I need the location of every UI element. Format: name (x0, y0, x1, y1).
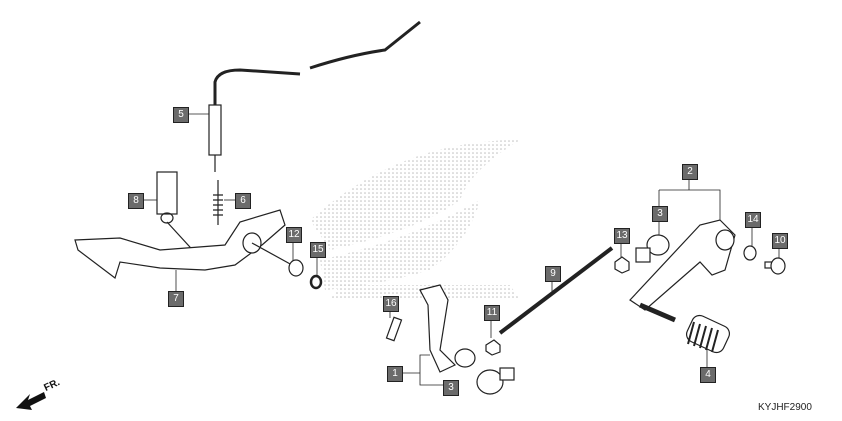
nut-13 (614, 256, 630, 274)
tie-rod (498, 246, 614, 335)
callout-16[interactable]: 16 (383, 296, 399, 312)
callout-10[interactable]: 10 (772, 233, 788, 249)
spring-6 (213, 180, 223, 225)
callout-7[interactable]: 7 (168, 291, 184, 307)
nut-11 (485, 339, 501, 356)
callout-13[interactable]: 13 (614, 228, 630, 244)
diagram-code: KYJHF2900 (758, 402, 812, 413)
callout-5[interactable]: 5 (173, 107, 189, 123)
clip-15 (309, 274, 323, 290)
stop-switch-cable (213, 20, 421, 115)
front-direction-arrow (16, 392, 46, 410)
callout-12[interactable]: 12 (286, 227, 302, 243)
callout-14[interactable]: 14 (745, 212, 761, 228)
pedal-rubber (685, 314, 731, 354)
washer-14 (743, 245, 757, 261)
callout-15[interactable]: 15 (310, 242, 326, 258)
spring-8 (156, 171, 178, 215)
stop-switch (208, 104, 222, 156)
callout-2[interactable]: 2 (682, 164, 698, 180)
honda-wing-watermark (310, 140, 520, 300)
callout-3-lower[interactable]: 3 (443, 380, 459, 396)
brake-pedal (74, 209, 286, 279)
callout-4[interactable]: 4 (700, 367, 716, 383)
bolt-16 (385, 316, 403, 342)
shift-pedal (629, 219, 736, 311)
callout-1[interactable]: 1 (387, 366, 403, 382)
callout-11[interactable]: 11 (484, 305, 500, 321)
callout-6[interactable]: 6 (235, 193, 251, 209)
callout-8[interactable]: 8 (128, 193, 144, 209)
washer-12 (288, 259, 304, 277)
callout-9[interactable]: 9 (545, 266, 561, 282)
callout-3-upper[interactable]: 3 (652, 206, 668, 222)
shift-arm (419, 284, 457, 373)
